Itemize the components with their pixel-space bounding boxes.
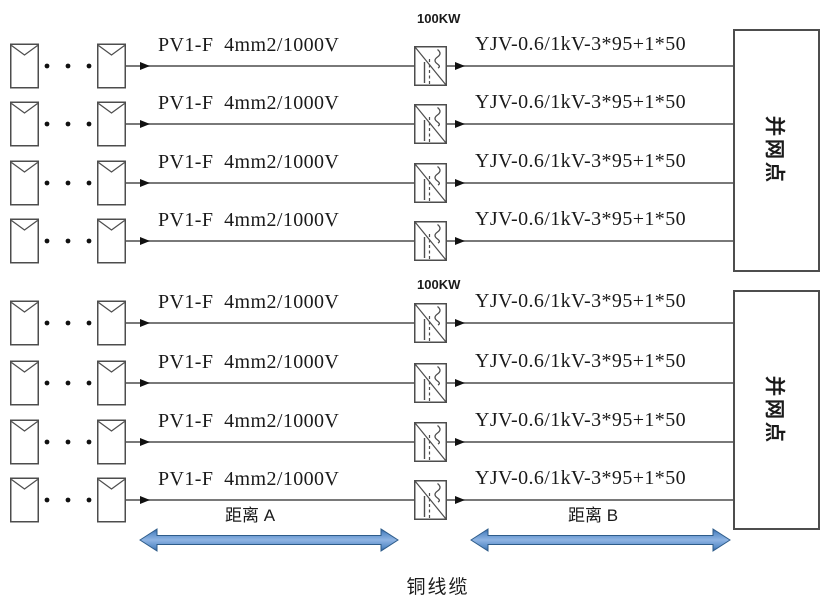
pv-cable-label: PV1-F 4mm2/1000V — [158, 34, 340, 56]
ellipsis-dots — [44, 380, 92, 386]
inverter-icon — [415, 222, 447, 261]
flow-arrow-icon — [455, 179, 465, 187]
pv-module-icon — [11, 44, 39, 88]
flow-arrow-icon — [455, 62, 465, 70]
pv-module-icon — [11, 301, 39, 345]
flow-arrow-icon — [140, 120, 150, 128]
ellipsis-dots — [44, 63, 92, 69]
ac-cable-label: YJV-0.6/1kV-3*95+1*50 — [475, 290, 686, 312]
distance-b-arrow — [470, 528, 731, 552]
string-row-4 — [11, 219, 734, 263]
inverter-icon — [415, 481, 447, 520]
flow-arrow-icon — [455, 319, 465, 327]
flow-arrow-icon — [140, 179, 150, 187]
flow-arrow-icon — [140, 379, 150, 387]
pv-cable-label: PV1-F 4mm2/1000V — [158, 351, 340, 373]
pv-module-icon — [98, 44, 126, 88]
string-row-3 — [11, 161, 734, 205]
flow-arrow-icon — [455, 120, 465, 128]
inverter-icon — [415, 423, 447, 462]
inverter-icon — [415, 164, 447, 203]
flow-arrow-icon — [140, 438, 150, 446]
string-row-1 — [11, 44, 734, 88]
pv-cable-label: PV1-F 4mm2/1000V — [158, 410, 340, 432]
pv-cable-label: PV1-F 4mm2/1000V — [158, 209, 340, 231]
ellipsis-dots — [44, 121, 92, 127]
inverter-icon — [415, 304, 447, 343]
pv-module-icon — [98, 361, 126, 405]
pv-module-icon — [11, 219, 39, 263]
string-row-8 — [11, 478, 734, 522]
grid-point-label-bottom: 并网点 — [763, 375, 785, 445]
pv-module-icon — [98, 301, 126, 345]
ac-cable-label: YJV-0.6/1kV-3*95+1*50 — [475, 33, 686, 55]
flow-arrow-icon — [455, 379, 465, 387]
ellipsis-dots — [44, 238, 92, 244]
pv-module-icon — [98, 219, 126, 263]
string-row-2 — [11, 102, 734, 146]
ellipsis-dots — [44, 439, 92, 445]
inverter-icon — [415, 47, 447, 86]
distance-a-arrow — [139, 528, 399, 552]
ellipsis-dots — [44, 497, 92, 503]
flow-arrow-icon — [455, 438, 465, 446]
flow-arrow-icon — [455, 496, 465, 504]
flow-arrow-icon — [140, 319, 150, 327]
distance-b-label: 距离 B — [567, 506, 619, 525]
pv-module-icon — [11, 161, 39, 205]
ac-cable-label: YJV-0.6/1kV-3*95+1*50 — [475, 150, 686, 172]
ac-cable-label: YJV-0.6/1kV-3*95+1*50 — [475, 91, 686, 113]
pv-module-icon — [11, 102, 39, 146]
distance-a-label: 距离 A — [224, 506, 276, 525]
pv-module-icon — [98, 102, 126, 146]
ac-cable-label: YJV-0.6/1kV-3*95+1*50 — [475, 467, 686, 489]
inverter-power-label-bottom: 100KW — [417, 277, 461, 292]
diagram-caption: 铜线缆 — [406, 577, 470, 598]
inverter-icon — [415, 105, 447, 144]
ac-cable-label: YJV-0.6/1kV-3*95+1*50 — [475, 409, 686, 431]
ellipsis-dots — [44, 320, 92, 326]
grid-connection-box-bottom — [733, 290, 820, 530]
pv-module-icon — [11, 478, 39, 522]
pv-module-icon — [11, 420, 39, 464]
pv-module-icon — [98, 161, 126, 205]
ac-cable-label: YJV-0.6/1kV-3*95+1*50 — [475, 208, 686, 230]
pv-cable-label: PV1-F 4mm2/1000V — [158, 468, 340, 490]
flow-arrow-icon — [140, 237, 150, 245]
grid-point-label-top: 并网点 — [763, 116, 785, 185]
string-row-6 — [11, 361, 734, 405]
grid-connection-box-top — [733, 29, 820, 272]
inverter-power-label-top: 100KW — [417, 11, 461, 26]
pv-cable-label: PV1-F 4mm2/1000V — [158, 291, 340, 313]
string-row-7 — [11, 420, 734, 464]
flow-arrow-icon — [140, 496, 150, 504]
pv-module-icon — [11, 361, 39, 405]
inverter-icon — [415, 364, 447, 403]
pv-module-icon — [98, 420, 126, 464]
flow-arrow-icon — [455, 237, 465, 245]
ellipsis-dots — [44, 180, 92, 186]
pv-cable-label: PV1-F 4mm2/1000V — [158, 92, 340, 114]
pv-cable-label: PV1-F 4mm2/1000V — [158, 151, 340, 173]
pv-module-icon — [98, 478, 126, 522]
ac-cable-label: YJV-0.6/1kV-3*95+1*50 — [475, 350, 686, 372]
string-row-5 — [11, 301, 734, 345]
flow-arrow-icon — [140, 62, 150, 70]
